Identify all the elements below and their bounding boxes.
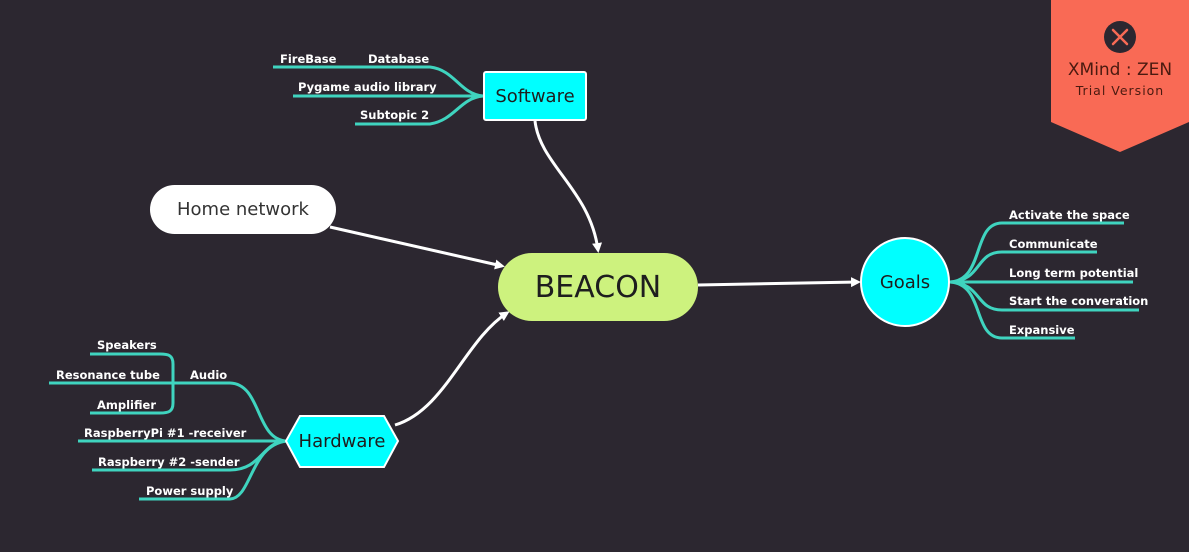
subtopic-database[interactable]: Database — [368, 52, 430, 66]
topic-software[interactable]: Software — [483, 71, 587, 121]
subtopic-resonance-tube[interactable]: Resonance tube — [56, 368, 160, 382]
arrow-homenetwork-to-beacon — [329, 225, 505, 270]
subtopic-amplifier[interactable]: Amplifier — [97, 398, 156, 412]
subtopic-speakers[interactable]: Speakers — [97, 338, 157, 352]
branch-amplifier — [90, 383, 175, 415]
topic-goals-label: Goals — [879, 271, 931, 293]
topic-home-network[interactable]: Home network — [150, 185, 336, 234]
topic-software-label: Software — [495, 85, 575, 107]
subtopic-goal-5[interactable]: Expansive — [1009, 323, 1075, 337]
central-topic-label: BEACON — [534, 269, 662, 305]
badge-subtitle-text: Trial Version — [1075, 83, 1165, 98]
hardware-node-shape[interactable] — [284, 415, 400, 468]
xmind-logo-icon — [1104, 21, 1136, 53]
subtopic-audio[interactable]: Audio — [190, 368, 228, 382]
subtopic-goal-3[interactable]: Long term potential — [1009, 266, 1139, 280]
topic-goals[interactable]: Goals — [860, 237, 950, 327]
arrow-hardware-to-beacon — [394, 311, 510, 427]
badge-brand-text: XMind : ZEN — [1067, 60, 1173, 80]
branch-power — [139, 439, 288, 501]
topic-hardware[interactable]: Hardware — [286, 416, 398, 467]
subtopic-subtopic-2[interactable]: Subtopic 2 — [360, 108, 430, 122]
branch-audio — [173, 381, 288, 443]
subtopic-raspberry-2[interactable]: Raspberry #2 -sender — [98, 455, 240, 469]
arrow-software-to-beacon — [533, 120, 603, 253]
subtopic-pygame[interactable]: Pygame audio library — [298, 80, 437, 94]
topic-hardware-label: Hardware — [298, 431, 386, 452]
branch-subtopic2 — [355, 94, 484, 126]
branch-goal-5 — [949, 280, 1075, 340]
branch-speakers — [90, 352, 175, 383]
subtopic-power-supply[interactable]: Power supply — [146, 484, 234, 498]
subtopic-raspberrypi-1[interactable]: RaspberryPi #1 -receiver — [84, 426, 247, 440]
subtopic-goal-1[interactable]: Activate the space — [1009, 208, 1130, 222]
central-topic-beacon[interactable]: BEACON — [498, 253, 698, 321]
topic-home-network-label: Home network — [177, 199, 309, 220]
subtopic-goal-2[interactable]: Communicate — [1009, 237, 1098, 251]
subtopic-firebase[interactable]: FireBase — [280, 52, 337, 66]
arrow-beacon-to-goals — [697, 277, 861, 288]
trial-badge — [1051, 0, 1189, 152]
subtopic-goal-4[interactable]: Start the converation — [1009, 294, 1149, 308]
